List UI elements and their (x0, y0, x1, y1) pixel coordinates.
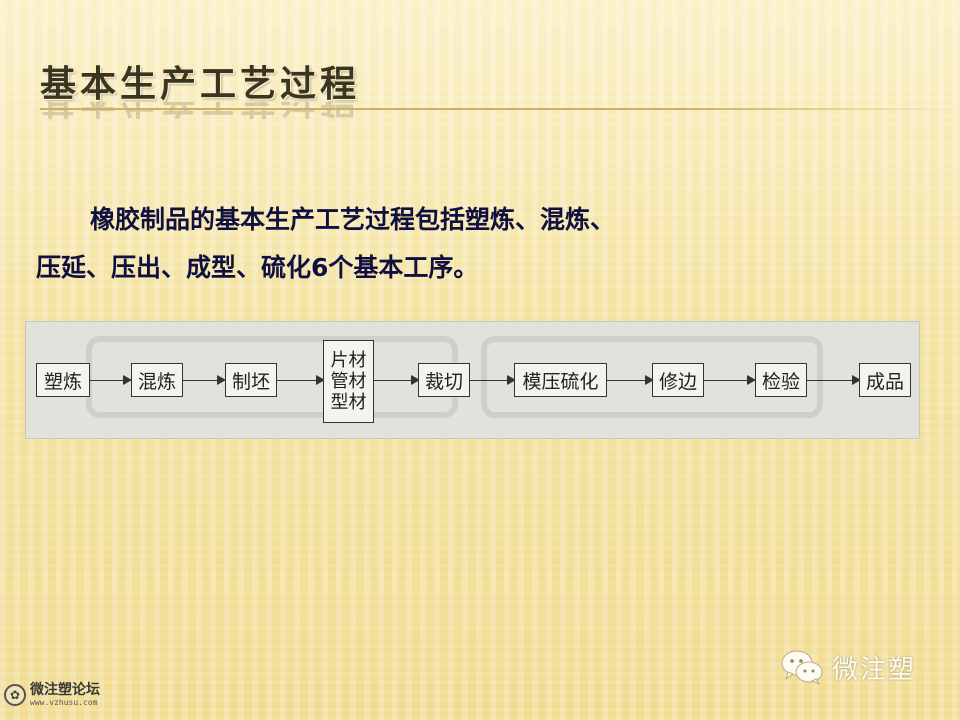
wechat-account-name: 微注塑 (832, 654, 917, 685)
step-sheet-tube-profile: 片材 管材 型材 (323, 340, 374, 423)
step-sheet-label: 片材 (330, 350, 367, 371)
slide-title: 基本生产工艺过程 (40, 63, 361, 105)
step-finished-product: 成品 (859, 363, 911, 397)
process-flow-diagram: 塑炼 混炼 制坯 片材 管材 型材 裁切 模压硫化 修边 检验 成品 (25, 321, 920, 439)
step-blank-making: 制坯 (225, 363, 277, 397)
step-tube-label: 管材 (330, 371, 367, 392)
flow-arrow (807, 375, 861, 385)
step-mixing: 混炼 (131, 363, 183, 397)
flow-arrow (470, 375, 516, 385)
slide-title-reflection: 基本生产工艺过程 (40, 102, 360, 122)
forum-logo-icon: ✿ (4, 684, 26, 706)
ghost-track-right (481, 336, 823, 418)
wechat-watermark: 微注塑 (780, 648, 916, 686)
flow-arrow (277, 375, 325, 385)
title-block: 基本生产工艺过程 基本生产工艺过程 (40, 62, 360, 122)
body-line-1: 橡胶制品的基本生产工艺过程包括塑炼、混炼、 (90, 205, 616, 234)
forum-name: 微注塑论坛 (30, 682, 100, 698)
step-mold-vulcanization: 模压硫化 (514, 363, 607, 397)
flow-arrow (374, 375, 420, 385)
body-paragraph: 橡胶制品的基本生产工艺过程包括塑炼、混炼、 压延、压出、成型、硫化6个基本工序。 (36, 196, 796, 292)
body-line-2: 压延、压出、成型、硫化6个基本工序。 (36, 253, 479, 282)
flow-arrow (90, 375, 132, 385)
forum-url: www.vzhusu.com (30, 698, 98, 707)
step-trimming: 修边 (652, 363, 704, 397)
flow-arrow (183, 375, 226, 385)
step-profile-label: 型材 (330, 392, 367, 413)
flow-arrow (704, 375, 756, 385)
step-plasticating: 塑炼 (36, 363, 90, 397)
wechat-icon (780, 648, 824, 686)
step-inspection: 检验 (755, 363, 807, 397)
step-cutting: 裁切 (418, 363, 470, 397)
title-underline (40, 108, 960, 110)
forum-logo: ✿ 微注塑论坛 www.vzhusu.com (4, 682, 100, 708)
flow-arrow (607, 375, 654, 385)
